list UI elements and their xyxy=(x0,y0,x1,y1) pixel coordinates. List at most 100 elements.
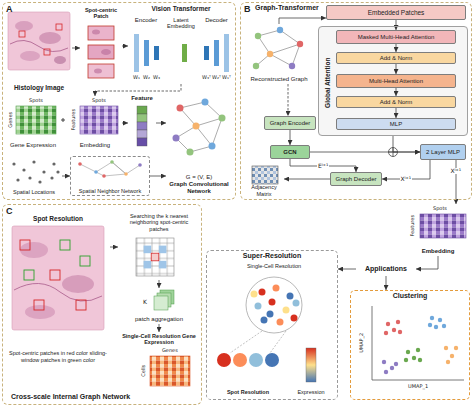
connector xyxy=(386,276,387,290)
super-resolution-figure xyxy=(287,293,294,300)
super-resolution-figure xyxy=(259,289,266,296)
reconstructed-graph xyxy=(277,27,283,33)
encoder-block: Encoder xyxy=(130,16,162,84)
histology-image xyxy=(20,51,40,61)
reconstructed-graph xyxy=(297,41,303,47)
process-box: Graph Decoder xyxy=(330,172,382,186)
circle-figure: Spot Resolution xyxy=(212,342,284,396)
scatter-figure: Spatial Locations xyxy=(6,156,62,196)
super-resolution-figure xyxy=(217,277,316,382)
matrix-figures xyxy=(252,166,278,184)
tissue-image xyxy=(62,275,94,293)
super-resolution-figure xyxy=(291,315,298,322)
connector xyxy=(122,123,128,124)
node-title: Global Attention xyxy=(324,57,331,107)
axis-label: Spots xyxy=(29,98,43,104)
patch-images xyxy=(88,26,114,78)
patch-images xyxy=(88,64,114,78)
search-grid xyxy=(136,238,174,276)
node-title: GCN xyxy=(283,149,296,156)
feature-column xyxy=(137,138,147,146)
node-title: Latent Embedding xyxy=(165,17,197,30)
umap-plot xyxy=(416,348,420,352)
node-title: Embedding xyxy=(422,248,455,255)
axis-label: Genes xyxy=(162,348,178,354)
connector xyxy=(156,123,166,124)
histology-image xyxy=(10,40,68,51)
node-title: Feature xyxy=(131,95,153,102)
node-title: Vision Transformer xyxy=(151,5,210,12)
search-grid xyxy=(144,246,152,254)
gcn-graph xyxy=(177,105,184,112)
super-resolution-figure xyxy=(217,353,231,367)
umap-plot xyxy=(428,316,446,329)
gcn-graph xyxy=(193,123,200,130)
node-title: Spot Resolution xyxy=(227,389,269,395)
network-box: Spatial Neighbor Network xyxy=(70,156,150,196)
reconstructed-graph xyxy=(289,63,295,69)
spatial-dots xyxy=(16,178,19,181)
umap-plot xyxy=(404,348,422,362)
neighbor-network xyxy=(138,163,142,167)
node-title: 2 Layer MLP xyxy=(426,149,460,156)
process-box: 2 Layer MLP xyxy=(420,144,466,160)
umap-plot xyxy=(406,350,410,354)
model-block: Vision TransformerEncoderLatent Embeddin… xyxy=(128,4,234,86)
attention-ground xyxy=(318,26,468,136)
encoder-bars xyxy=(224,34,229,72)
node-title: G = (V, E) xyxy=(186,174,212,181)
matrix-figure: Adjacency Matrix xyxy=(244,162,284,198)
gcn-graph xyxy=(173,135,180,142)
reconstructed-graph xyxy=(253,27,303,69)
node-title: Adjacency Matrix xyxy=(246,184,282,197)
process-box: Masked Multi-Head Attention xyxy=(336,30,456,44)
feature-column xyxy=(137,122,147,130)
search-grid xyxy=(136,238,174,276)
patch-images xyxy=(88,26,114,40)
umap-plot xyxy=(382,360,386,364)
umap-plot xyxy=(394,362,398,366)
process-box: GCN xyxy=(270,145,310,159)
circle-figure: Single-Cell Resolution xyxy=(214,262,334,338)
histology-image xyxy=(8,12,70,70)
node-title: Single-Cell Resolution xyxy=(247,263,301,269)
tissue-image xyxy=(12,226,104,330)
tissue-image xyxy=(12,226,104,330)
super-resolution-figure xyxy=(251,291,258,298)
spatial-dots xyxy=(56,170,59,173)
umap-plot xyxy=(454,346,458,350)
patch-cube xyxy=(154,296,168,310)
matrix-figures xyxy=(16,106,56,134)
reconstructed-graph xyxy=(253,63,259,69)
attention-ground xyxy=(318,26,468,157)
connector xyxy=(393,136,420,152)
node-title: Embedded Patches xyxy=(368,9,425,16)
node-text: Graph-Transformer xyxy=(255,4,319,12)
tissue-image xyxy=(80,256,90,266)
matrix-figures xyxy=(61,118,65,122)
region-box: Super-ResolutionSingle-Cell ResolutionSp… xyxy=(206,250,338,400)
neighbor-network xyxy=(110,160,114,164)
spatial-dots xyxy=(38,180,41,183)
process-box: Add & Norm xyxy=(336,96,456,108)
node-title: patch aggregation xyxy=(135,316,183,323)
matrix-figures xyxy=(80,106,118,134)
super-resolution-figure xyxy=(261,317,268,324)
umap-plot xyxy=(386,322,390,326)
tissue-image xyxy=(14,283,102,301)
node-title: Spot-centric Patch xyxy=(82,7,120,20)
image-panel: Spot ResolutionSpot-centric patches in r… xyxy=(6,214,110,364)
section-heading: Applications xyxy=(356,262,416,276)
feature-column xyxy=(137,130,147,138)
spatial-dots xyxy=(12,160,59,183)
umap-plot xyxy=(398,330,402,334)
weight-label: W₁ xyxy=(133,75,140,81)
spatial-dots xyxy=(22,168,25,171)
umap-plot xyxy=(430,316,434,320)
spatial-dots xyxy=(12,162,15,165)
node-title: Searching the k nearest neighboring spot… xyxy=(120,213,198,232)
node-title: Decoder xyxy=(205,17,228,24)
weight-label: W₃ᵀ xyxy=(202,75,211,81)
encoder-bars xyxy=(204,46,209,60)
tissue-image xyxy=(76,300,86,310)
